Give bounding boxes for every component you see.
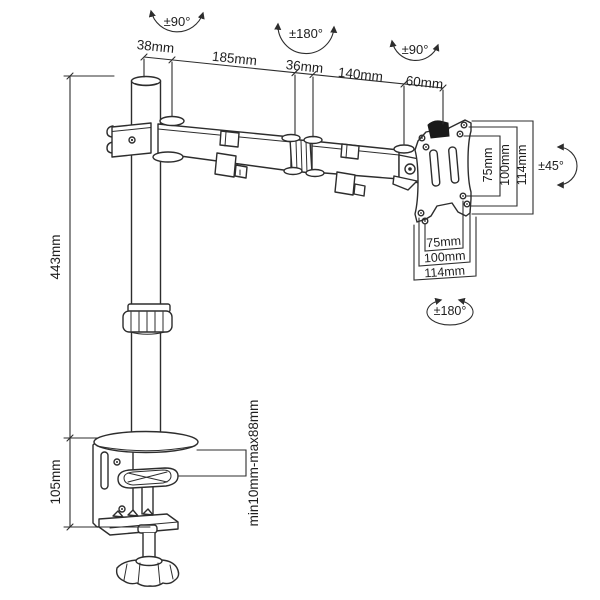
dim-60mm: 60mm [405, 73, 444, 92]
vesa-right-75mm: 75mm [481, 148, 495, 183]
vesa-plate [414, 119, 472, 225]
head-joint [392, 144, 420, 191]
rotation-tilt: ±45° [538, 143, 578, 189]
rotation-tilt-label: ±45° [538, 159, 564, 173]
desk-base-pad [93, 430, 199, 454]
clamp-screw [137, 524, 158, 561]
dim-443mm: 443mm [48, 234, 63, 279]
vesa-bottom-75mm: 75mm [426, 234, 462, 250]
desk-clamp [92, 430, 199, 587]
tilt-hinge-block [427, 120, 450, 139]
cable-clip-bottom-2 [334, 171, 366, 197]
vesa-bottom-100mm: 100mm [423, 249, 466, 266]
dim-105mm: 105mm [48, 459, 63, 504]
vesa-right-114mm: 114mm [515, 145, 529, 186]
dim-140mm: 140mm [337, 65, 383, 85]
clamp-range-dimension: min10mm-max88mm [177, 400, 261, 527]
pole-collar [122, 303, 173, 335]
dim-185mm: 185mm [211, 49, 257, 69]
top-dimension-chain: 38mm 185mm 36mm 140mm 60mm [136, 37, 447, 145]
cable-clip-top-1 [219, 130, 240, 148]
elbow-joint [281, 133, 325, 178]
clamp-knob [115, 555, 180, 587]
vesa-holes [417, 121, 471, 225]
vesa-bottom-114mm: 114mm [424, 264, 466, 281]
rotation-head: ±90° [389, 39, 440, 61]
left-dimensions: 443mm 105mm [48, 72, 151, 531]
cable-clip-top-2 [340, 143, 360, 160]
cable-clip-bottom-1 [214, 152, 248, 179]
dim-38mm: 38mm [136, 37, 175, 56]
rotation-head-label: ±90° [402, 42, 429, 57]
dim-clamp-range: min10mm-max88mm [246, 400, 261, 527]
pole-top-bracket [106, 115, 185, 163]
rotation-pole: ±90° [148, 9, 205, 33]
vesa-right-100mm: 100mm [498, 144, 512, 186]
rotation-swivel-label: ±180° [434, 304, 467, 318]
rotation-pole-label: ±90° [164, 14, 191, 29]
rotation-elbow-label: ±180° [289, 26, 323, 41]
vesa-right-dimensions: 75mm 100mm 114mm [463, 120, 534, 215]
dim-36mm: 36mm [285, 57, 324, 76]
clamp-pad [117, 467, 179, 515]
rotation-swivel: ±180° [426, 297, 474, 326]
vesa-bottom-dimensions: 75mm 100mm 114mm [413, 200, 477, 281]
rotation-elbow: ±180° [274, 22, 338, 55]
